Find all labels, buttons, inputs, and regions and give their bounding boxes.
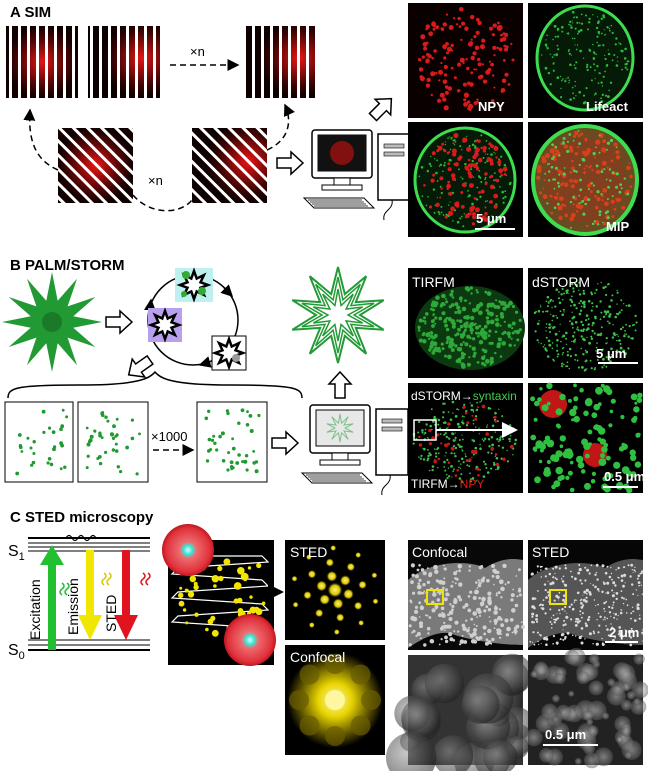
star-center xyxy=(42,312,62,332)
svg-text:2 μm: 2 μm xyxy=(609,625,639,640)
loop-arrow-a-bottom xyxy=(132,194,193,212)
sted-label: STED xyxy=(103,595,119,632)
svg-text:5 μm: 5 μm xyxy=(476,211,506,226)
panel-c-title: C STED microscopy xyxy=(10,509,154,526)
roi-box-sted xyxy=(549,589,567,605)
svg-text:TIRFM: TIRFM xyxy=(412,274,455,290)
arrow-to-cycle xyxy=(105,310,133,334)
svg-text:Confocal: Confocal xyxy=(412,544,467,560)
image-confocal: Confocal xyxy=(408,540,525,650)
image-sted: STED 2 μm xyxy=(528,540,644,650)
loop-arrow-a-right xyxy=(266,103,295,151)
svg-text:Lifeact: Lifeact xyxy=(586,99,629,114)
jablonski-diagram: S1 S0 Excitation Emission STED xyxy=(8,534,151,662)
repeat-label-b: ×1000 xyxy=(151,429,188,444)
localization-frame-1 xyxy=(4,401,74,483)
sim-image-merge: 5 μm xyxy=(408,122,523,237)
frames-brace xyxy=(7,370,303,399)
image-sted-zoom: 0.5 μm xyxy=(525,647,648,769)
image-tirfm: TIRFM xyxy=(408,268,525,378)
emission-arrow xyxy=(78,550,102,640)
svg-text:NPY: NPY xyxy=(478,99,505,114)
emission-label: Emission xyxy=(65,578,81,635)
localization-frame-3 xyxy=(196,401,268,483)
image-dstorm-tirfm-overlay: dSTORM→syntaxin TIRFM→NPY xyxy=(408,383,523,493)
sim-vertical-pattern-3 xyxy=(245,26,317,98)
arrow-to-images-a xyxy=(364,90,400,126)
level-s0: S0 xyxy=(8,642,25,662)
svg-text:0.5 μm: 0.5 μm xyxy=(604,469,645,484)
overlay-label-top: dSTORM→syntaxin xyxy=(411,389,517,403)
sim-diagonal-pattern-1 xyxy=(58,128,133,203)
computer-a xyxy=(303,129,411,221)
svg-text:0.5 μm: 0.5 μm xyxy=(545,727,586,742)
sted-psf-image: STED xyxy=(285,540,385,640)
svg-text:dSTORM: dSTORM xyxy=(532,274,590,290)
roi-box-confocal xyxy=(426,589,444,605)
panel-b-title: B PALM/STORM xyxy=(10,257,124,274)
svg-text:MIP: MIP xyxy=(606,219,629,234)
svg-text:STED: STED xyxy=(290,544,327,560)
repeat-label-a-bottom: ×n xyxy=(148,173,163,188)
computer-b xyxy=(301,404,409,496)
sted-scan-diagram xyxy=(162,524,284,666)
arrow-to-reconstruction xyxy=(328,371,352,399)
repeat-label-a-top: ×n xyxy=(190,44,205,59)
loop-arrow-a-left xyxy=(23,108,59,171)
svg-text:Confocal: Confocal xyxy=(290,649,345,665)
panel-a-title: A SIM xyxy=(10,4,51,21)
excitation-label: Excitation xyxy=(27,579,43,640)
sim-vertical-pattern-2 xyxy=(88,26,160,98)
panel-b: B PALM/STORM ×1000 xyxy=(2,257,645,496)
sted-arrow xyxy=(114,550,138,640)
sim-image-lifeact: Lifeact xyxy=(528,3,643,118)
svg-text:STED: STED xyxy=(532,544,569,560)
panel-c: C STED microscopy S1 S0 Excitation Emiss… xyxy=(8,509,648,771)
panel-a: A SIM ×n ×n xyxy=(6,3,643,237)
arrow-to-computer-b xyxy=(271,431,299,455)
arrow-to-frames xyxy=(121,350,158,385)
svg-text:5 μm: 5 μm xyxy=(596,346,626,361)
sim-image-npy: NPY xyxy=(408,3,523,118)
excitation-arrow xyxy=(40,545,64,650)
image-confocal-zoom xyxy=(386,653,534,771)
reconstructed-star xyxy=(291,266,385,364)
level-s1: S1 xyxy=(8,543,25,563)
overlay-label-bottom: TIRFM→NPY xyxy=(411,477,484,491)
sim-image-mip: MIP xyxy=(528,122,643,237)
image-dstorm: dSTORM 5 μm xyxy=(528,268,643,378)
confocal-psf-image: Confocal xyxy=(285,645,385,755)
localization-frame-2 xyxy=(77,401,149,483)
arrow-to-computer-a xyxy=(276,151,304,175)
image-zoom-b: 0.5 μm xyxy=(528,382,645,494)
sim-diagonal-pattern-2 xyxy=(192,128,267,203)
sim-vertical-pattern-1 xyxy=(6,26,78,98)
